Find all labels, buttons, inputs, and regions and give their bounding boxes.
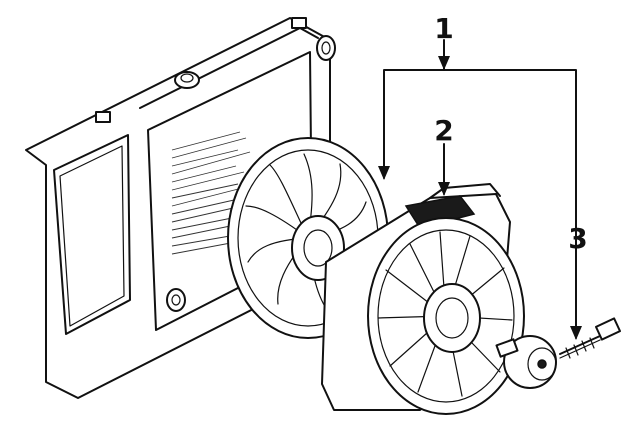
connector-harness (559, 317, 622, 359)
callout-2: 2 (434, 114, 453, 147)
callout-1: 1 (434, 12, 453, 45)
callout-leaders (378, 39, 582, 340)
callout-3: 3 (568, 222, 587, 255)
fan-motor (495, 335, 557, 389)
